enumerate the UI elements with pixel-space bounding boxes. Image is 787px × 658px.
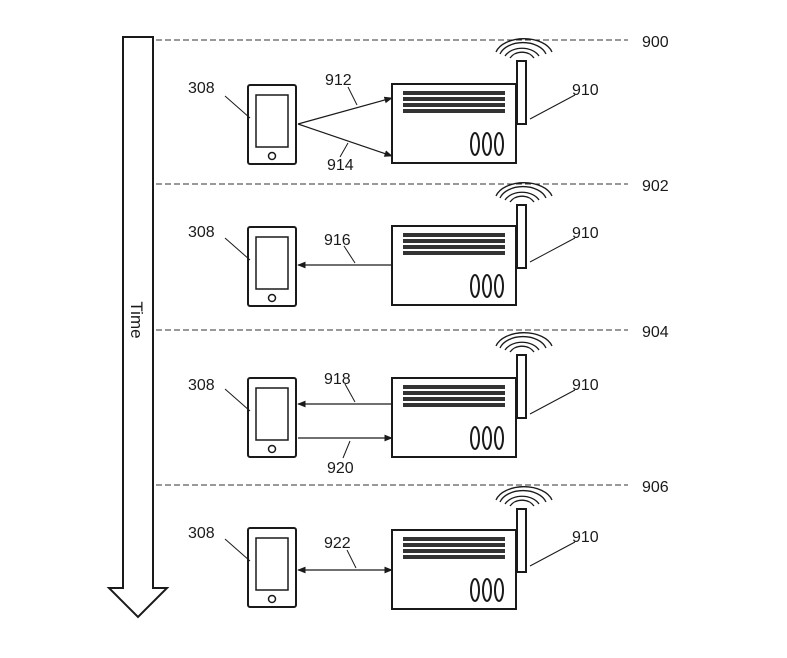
signal-label: 916 [324,232,351,249]
stage-906: 906 308 910 922 [156,479,669,610]
phone-device [247,377,297,458]
router-leader-line [529,237,576,263]
signal-label-leader [339,142,349,158]
signal-label-leader [344,383,356,403]
phone-device [247,527,297,608]
phone-leader-line [224,538,251,562]
router-label: 910 [572,377,599,394]
router-leader-line [529,541,576,567]
phone-device [247,84,297,165]
signal-label-leader [346,549,357,569]
stage-904: 904 308 910 918 [156,324,669,477]
router-label: 910 [572,82,599,99]
router-device [391,83,517,164]
router-label: 910 [572,225,599,242]
antenna [495,486,553,573]
router-leader-line [529,389,576,415]
signal-fan [297,96,393,157]
antenna [495,182,553,269]
signal-label: 922 [324,535,351,552]
phone-leader-line [224,95,251,119]
phone-leader-line [224,388,251,412]
signal-label-bottom: 914 [327,157,354,174]
antenna [495,38,553,125]
time-axis-arrow: Time [106,36,170,619]
router-leader-line [529,94,576,120]
stage-902: 902 308 910 916 [156,178,669,307]
antenna [495,332,553,419]
router-label: 910 [572,529,599,546]
signal-label-leader [347,86,358,106]
router-device [391,377,517,458]
router-device [391,225,517,306]
phone-label: 308 [188,224,215,241]
time-axis-label: Time [127,301,146,338]
stage-boundary-label: 906 [642,479,669,496]
phone-label: 308 [188,80,215,97]
signal-label-leader [342,440,351,459]
router-device [391,529,517,610]
stage-boundary-label: 902 [642,178,669,195]
signal-label-top: 912 [325,72,352,89]
signal-label-leader [343,245,356,264]
phone-leader-line [224,237,251,261]
stage-boundary-label: 900 [642,34,669,51]
phone-label: 308 [188,525,215,542]
stage-boundary-label: 904 [642,324,669,341]
phone-device [247,226,297,307]
signal-label-bottom: 920 [327,460,354,477]
signal-label-top: 918 [324,371,351,388]
stage-900: 900 308 910 [156,34,669,174]
phone-label: 308 [188,377,215,394]
